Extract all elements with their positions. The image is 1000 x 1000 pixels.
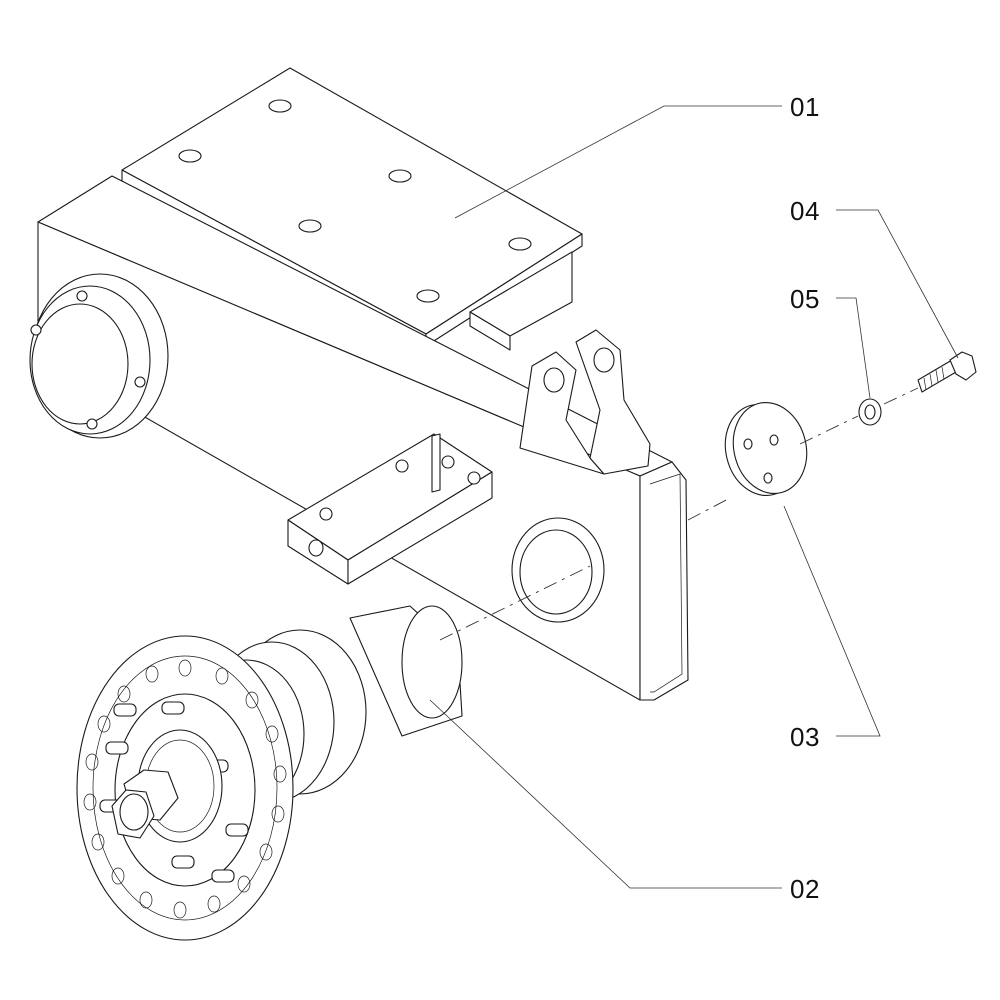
callout-01: 01	[790, 92, 820, 122]
callout-04: 04	[790, 196, 820, 226]
leader-03	[783, 505, 881, 737]
leader-04	[836, 209, 959, 359]
part-03-cover-disc	[724, 401, 808, 497]
callout-03: 03	[790, 722, 820, 752]
leader-05	[836, 297, 871, 399]
sensor-bracket	[287, 433, 493, 585]
leader-01	[454, 105, 782, 219]
part-01-mounting-plate	[121, 67, 583, 351]
callout-05: 05	[790, 284, 820, 314]
part-04-bolt	[917, 351, 977, 393]
part-02-hub-assembly	[76, 605, 463, 941]
part-05-washer	[858, 398, 882, 426]
callout-02: 02	[790, 874, 820, 904]
disc-vent-holes	[83, 659, 287, 919]
part-01-swing-arm	[29, 175, 689, 701]
leader-02	[429, 699, 782, 889]
